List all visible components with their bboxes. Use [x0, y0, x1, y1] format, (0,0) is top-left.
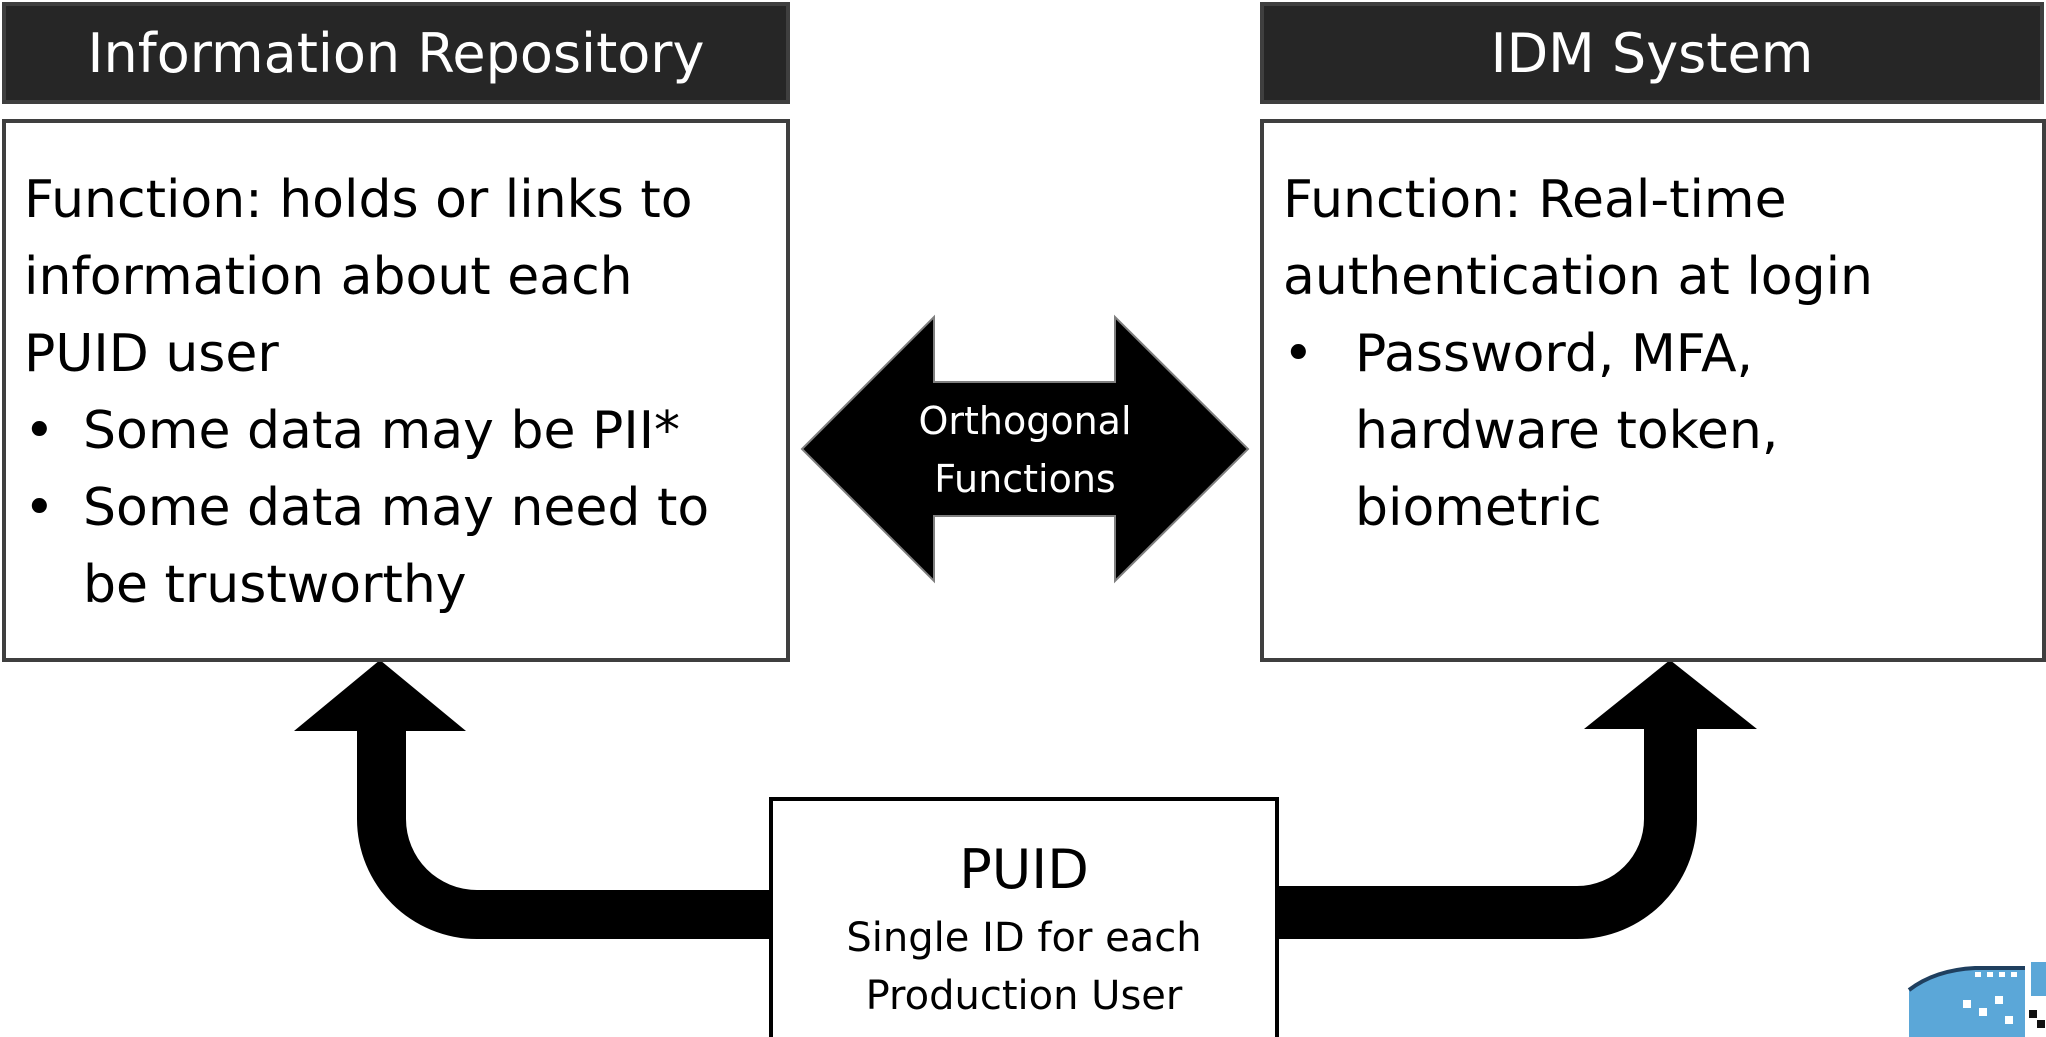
bullet-continuation: hardware token, — [1355, 401, 1779, 461]
left-curved-arrow — [294, 660, 772, 939]
puid-line-2: Production User — [865, 973, 1183, 1019]
right-curved-arrow — [1276, 660, 1757, 939]
orthogonal-line-2: Functions — [934, 457, 1116, 501]
puid-line-1: Single ID for each — [846, 915, 1202, 961]
bullet-continuation: biometric — [1355, 478, 1602, 538]
puid-title: PUID — [959, 838, 1089, 901]
bullet-item: Some data may be PII* — [24, 393, 709, 470]
idm-system-content: Function: Real-time authentication at lo… — [1283, 162, 1873, 547]
information-repository-bullets: Some data may be PII* Some data may need… — [24, 393, 709, 624]
bullet-item: Some data may need to — [24, 470, 709, 547]
puid-box: PUID Single ID for each Production User — [769, 797, 1279, 1037]
idm-system-title: IDM System — [1490, 21, 1814, 85]
bullet-continuation: be trustworthy — [83, 555, 467, 615]
puid-description: Single ID for each Production User — [773, 909, 1275, 1025]
information-repository-box — [2, 119, 790, 662]
information-repository-title: Information Repository — [87, 21, 705, 85]
function-line-2: authentication at login — [1283, 247, 1874, 307]
function-line-1: Function: Real-time — [1283, 170, 1787, 230]
information-repository-header: Information Repository — [2, 2, 790, 104]
function-line-1: Function: holds or links to — [24, 170, 693, 230]
orthogonal-double-arrow — [800, 314, 1250, 584]
function-line-3: PUID user — [24, 324, 279, 384]
orthogonal-functions-label: Orthogonal Functions — [895, 392, 1155, 508]
orthogonal-line-1: Orthogonal — [918, 399, 1132, 443]
idm-system-bullets: Password, MFA, hardware token, biometric — [1283, 316, 1873, 547]
idm-system-header: IDM System — [1260, 2, 2044, 104]
information-repository-content: Function: holds or links to information … — [24, 162, 709, 624]
function-line-2: information about each — [24, 247, 633, 307]
bullet-item: Password, MFA, — [1283, 316, 1873, 393]
film-strip-logo-icon — [1907, 962, 2046, 1037]
